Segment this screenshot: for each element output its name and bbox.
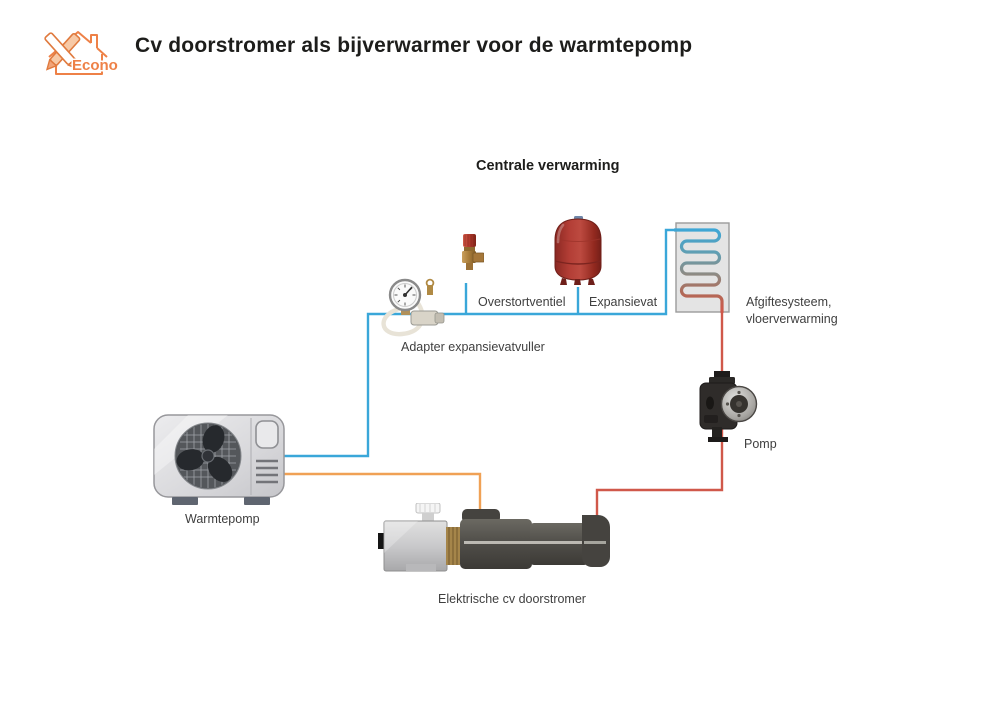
vessel-filler-adapter-illustration <box>381 278 445 337</box>
logo-pencil-x-icon <box>44 32 81 71</box>
label-afgiftesysteem-line1: Afgiftesysteem, <box>746 295 832 309</box>
label-expansievat: Expansievat <box>589 295 658 309</box>
expansion-vessel-illustration <box>554 216 602 285</box>
label-warmtepomp: Warmtepomp <box>185 512 260 526</box>
safety-valve-illustration <box>462 234 484 270</box>
page-title: Cv doorstromer als bijverwarmer voor de … <box>135 34 693 57</box>
econo-logo: Econo <box>44 31 118 76</box>
label-elektrische-cv-doorstromer: Elektrische cv doorstromer <box>438 592 586 606</box>
label-afgiftesysteem: Afgiftesysteem, vloerverwarming <box>746 294 838 328</box>
pipe-orange-warm <box>284 472 482 510</box>
floor-heating-panel-illustration <box>674 222 730 314</box>
section-label-centrale-verwarming: Centrale verwarming <box>476 158 620 174</box>
logo-text: Econo <box>72 57 118 74</box>
label-pomp: Pomp <box>744 437 777 451</box>
electric-flow-heater-illustration <box>378 503 610 572</box>
label-adapter-expansievatvuller: Adapter expansievatvuller <box>401 340 545 354</box>
pipe-blue-supply <box>284 228 676 458</box>
label-overstortventiel: Overstortventiel <box>478 295 566 309</box>
heat-pump-illustration <box>153 414 285 505</box>
label-afgiftesysteem-line2: vloerverwarming <box>746 312 838 326</box>
circulation-pump-illustration <box>699 371 758 442</box>
